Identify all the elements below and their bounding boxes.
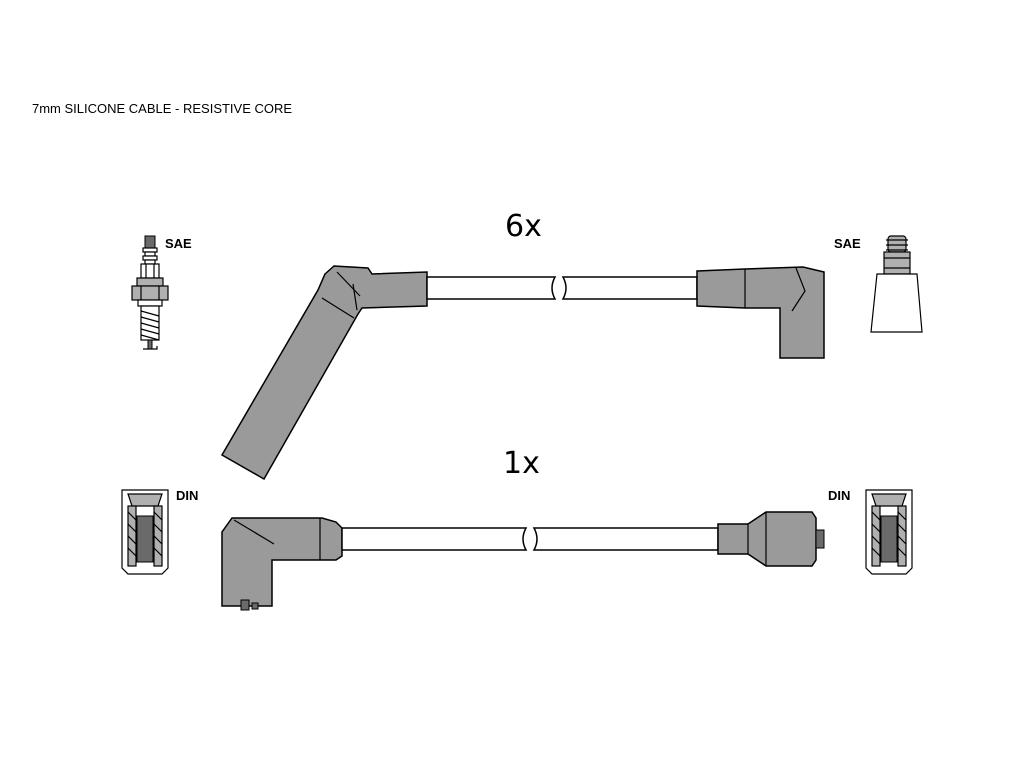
din-socket-icon bbox=[865, 489, 913, 575]
lead-1x-straight-boot bbox=[717, 511, 817, 567]
sae-label-left: SAE bbox=[165, 236, 192, 251]
lead-1x-cable bbox=[341, 527, 528, 551]
lead-1x-right-angle-boot bbox=[221, 517, 343, 607]
sae-label-right: SAE bbox=[834, 236, 861, 251]
spark-plug-icon bbox=[131, 235, 169, 350]
lead-6x-right-angle-boot bbox=[696, 266, 825, 359]
lead-6x-cable bbox=[426, 276, 557, 300]
sae-terminal-icon bbox=[870, 235, 923, 333]
lead-1x bbox=[221, 511, 825, 611]
din-label-right: DIN bbox=[828, 488, 850, 503]
din-label-left: DIN bbox=[176, 488, 198, 503]
lead-6x-angled-boot bbox=[220, 265, 428, 481]
lead-6x-quantity: 6x bbox=[505, 209, 542, 244]
din-socket-icon bbox=[121, 489, 169, 575]
caption: 7mm SILICONE CABLE - RESISTIVE CORE bbox=[32, 101, 292, 116]
lead-1x-quantity: 1x bbox=[503, 446, 540, 481]
lead-6x bbox=[220, 265, 825, 481]
